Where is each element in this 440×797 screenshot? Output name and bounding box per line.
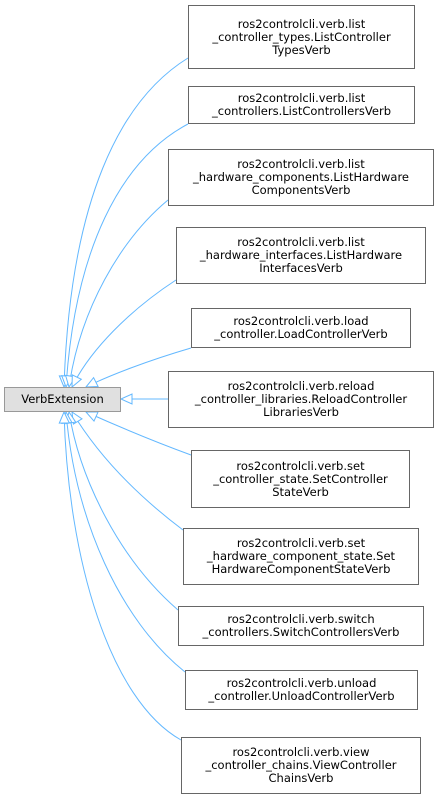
inheritance-edge <box>68 199 169 388</box>
class-name-line: ros2controlcli.verb.unload <box>226 676 377 690</box>
derived-class-node[interactable]: ros2controlcli.verb.set _hardware_compon… <box>183 528 419 585</box>
class-name-line: _controller_state.SetController <box>213 471 388 486</box>
inheritance-arrowhead <box>71 374 83 389</box>
class-name-line: ros2controlcli.verb.list <box>237 157 365 171</box>
inheritance-edge <box>65 411 186 673</box>
inheritance-edge <box>63 411 182 741</box>
class-name-line: ros2controlcli.verb.list <box>237 16 366 31</box>
class-name-line: ros2controlcli.verb.list <box>237 235 365 249</box>
inheritance-arrowhead <box>84 411 99 422</box>
derived-class-node[interactable]: ros2controlcli.verb.set _controller_stat… <box>191 450 410 508</box>
class-name-line: ros2controlcli.verb.switch <box>227 612 375 626</box>
inheritance-arrowhead <box>84 376 99 388</box>
inheritance-edge <box>68 411 179 611</box>
class-name-line: _controller.LoadControllerVerb <box>214 327 388 341</box>
derived-class-node[interactable]: ros2controlcli.verb.reload _controller_l… <box>168 371 434 428</box>
class-name-line: ros2controlcli.verb.set <box>236 536 366 550</box>
class-name-line: ros2controlcli.verb.list <box>237 91 366 105</box>
derived-class-node[interactable]: ros2controlcli.verb.load _controller.Loa… <box>191 308 411 348</box>
base-class-node[interactable]: VerbExtension <box>4 387 121 412</box>
class-name-line: TypesVerb <box>272 42 331 57</box>
class-name-line: _controllers.SwitchControllersVerb <box>202 625 400 639</box>
inheritance-edge <box>65 123 189 388</box>
class-name-line: _controller_libraries.ReloadController <box>194 392 408 406</box>
inheritance-arrowhead <box>58 410 71 424</box>
class-name-line: StateVerb <box>272 484 329 499</box>
derived-class-node[interactable]: ros2controlcli.verb.unload _controller.U… <box>185 670 418 710</box>
class-name-line: _controllers.ListControllersVerb <box>212 104 391 118</box>
derived-class-node[interactable]: ros2controlcli.verb.view _controller_cha… <box>181 737 421 794</box>
class-name-line: LibrariesVerb <box>263 405 339 419</box>
base-class-label: VerbExtension <box>21 392 104 406</box>
inheritance-edge <box>63 57 189 388</box>
class-name-line: _controller.UnloadControllerVerb <box>208 689 395 703</box>
class-name-line: _hardware_components.ListHardware <box>193 170 409 184</box>
class-name-line: InterfacesVerb <box>259 261 343 275</box>
class-name-line: _controller_types.ListController <box>212 29 391 44</box>
class-name-line: HardwareComponentStateVerb <box>211 562 391 576</box>
derived-class-node[interactable]: ros2controlcli.verb.list _controller_typ… <box>188 5 415 69</box>
class-name-line: ros2controlcli.verb.view <box>232 745 370 759</box>
class-name-line: _controller_chains.ViewController <box>205 758 397 772</box>
class-name-line: ros2controlcli.verb.set <box>236 458 365 473</box>
derived-class-node[interactable]: ros2controlcli.verb.list _controllers.Li… <box>188 86 415 124</box>
class-name-line: _hardware_interfaces.ListHardware <box>199 248 403 262</box>
class-name-line: ros2controlcli.verb.load <box>233 314 369 328</box>
derived-class-node[interactable]: ros2controlcli.verb.switch _controllers.… <box>178 606 424 646</box>
inheritance-edge <box>71 279 177 388</box>
inheritance-arrowhead <box>119 393 133 405</box>
class-name-line: ros2controlcli.verb.reload <box>227 379 375 393</box>
inheritance-edge <box>71 411 184 531</box>
derived-class-node[interactable]: ros2controlcli.verb.list _hardware_inter… <box>176 227 426 284</box>
class-name-line: ChainsVerb <box>268 771 334 785</box>
class-name-line: _hardware_component_state.Set <box>206 549 396 563</box>
class-name-line: ComponentsVerb <box>251 183 351 197</box>
derived-class-node[interactable]: ros2controlcli.verb.list _hardware_compo… <box>168 149 434 206</box>
